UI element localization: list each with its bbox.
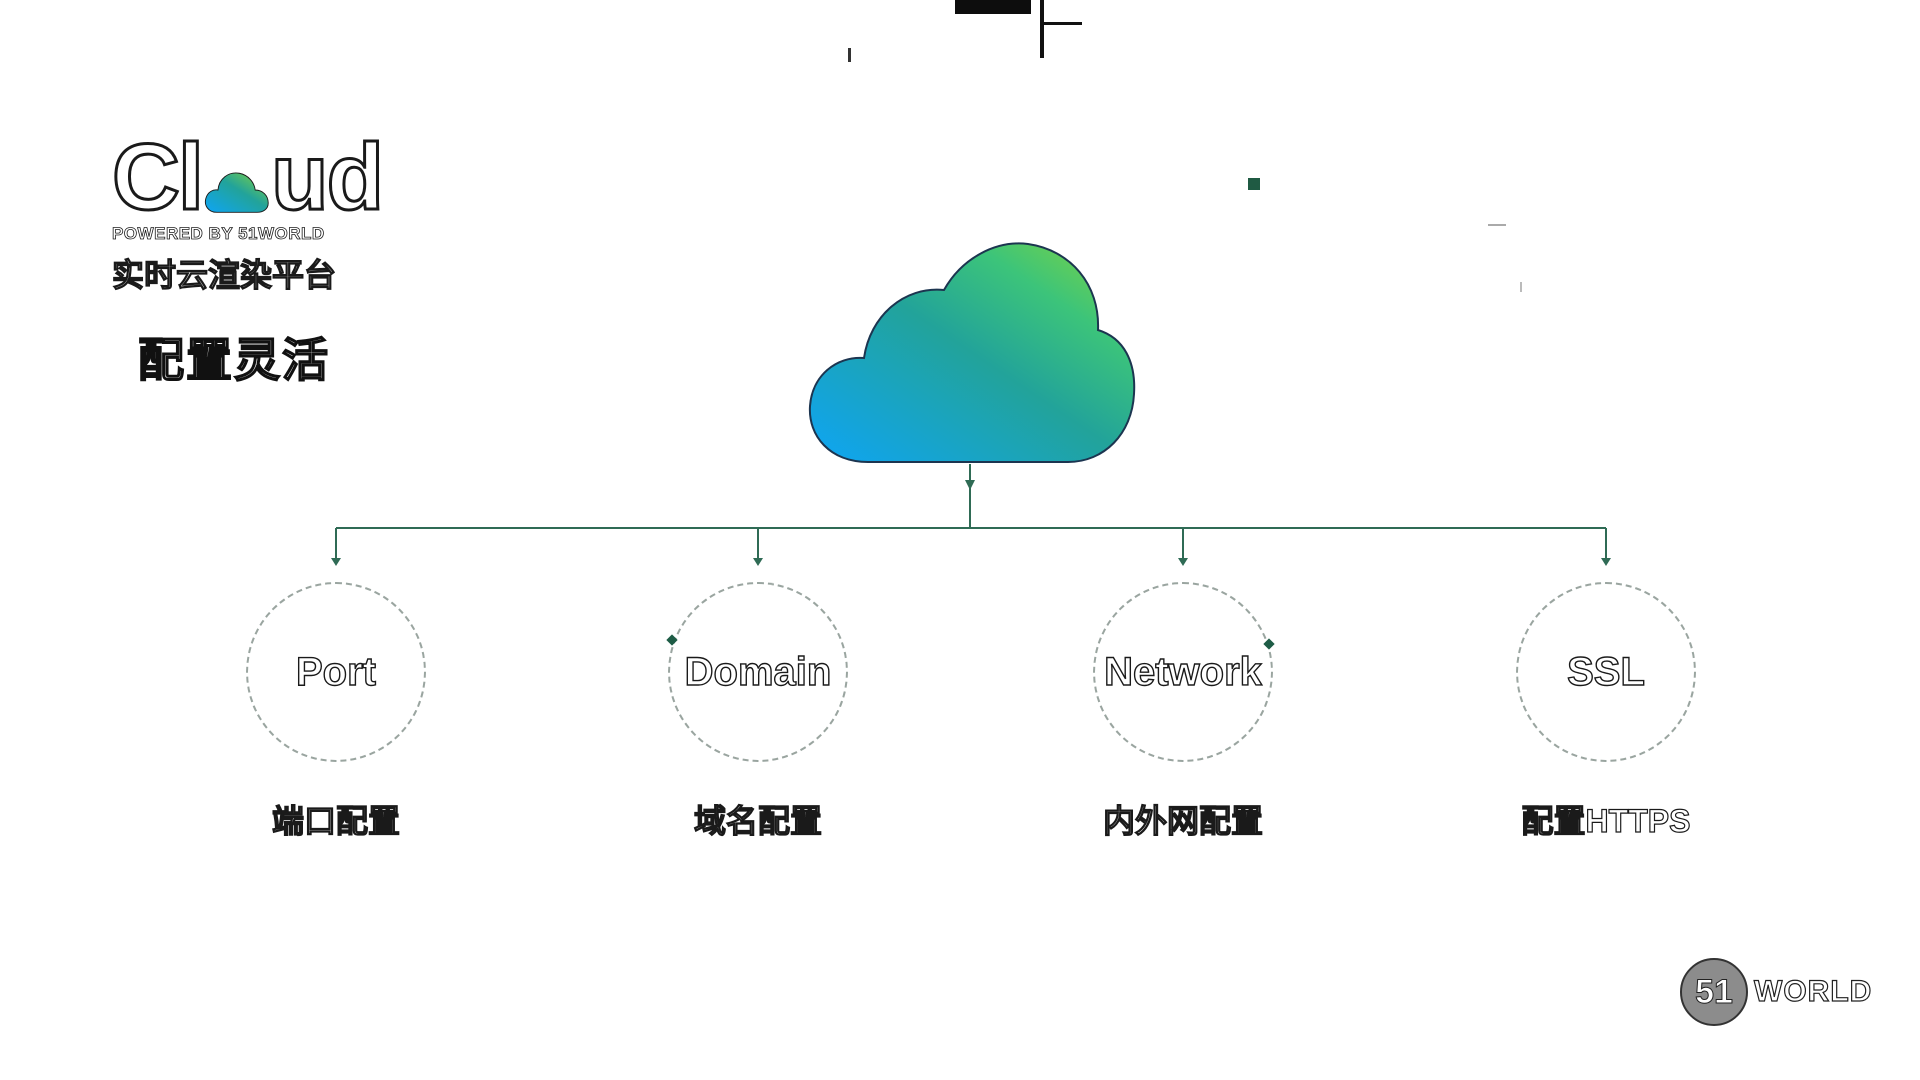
- brand-logo: 51 WORLD: [1680, 958, 1872, 1026]
- page-title: 配置灵活: [137, 333, 330, 387]
- node-label-ssl: SSL: [1566, 649, 1645, 694]
- top-decoration-tick: [1040, 22, 1082, 25]
- top-decoration-dot: [848, 48, 851, 62]
- decoration-square: [1248, 178, 1260, 190]
- mini-cloud-icon: [204, 172, 269, 213]
- top-decoration-bar: [955, 0, 1031, 14]
- node-caption-domain: 域名配置: [693, 802, 822, 839]
- cloud-icon: [808, 242, 1136, 463]
- decoration-dash: [1488, 224, 1506, 226]
- brand-badge: 51: [1680, 958, 1748, 1026]
- decoration-dash-small: [1520, 282, 1522, 292]
- logo-word-left: Cl: [111, 124, 206, 229]
- brand-word: WORLD: [1753, 974, 1873, 1008]
- node-caption-network: 内外网配置: [1102, 802, 1263, 839]
- top-decoration-stem: [1040, 0, 1044, 58]
- logo-powered-by: POWERED BY 51WORLD: [112, 224, 325, 244]
- cloud-logo: Cl ud POWERED BY 51WORLD 实时云渲染平台: [111, 124, 386, 296]
- node-domain: Domain: [668, 582, 848, 762]
- node-network: Network: [1093, 582, 1273, 762]
- node-ssl: SSL: [1516, 582, 1696, 762]
- node-port: Port: [246, 582, 426, 762]
- node-label-port: Port: [295, 649, 376, 694]
- node-caption-port: 端口配置: [271, 802, 400, 839]
- logo-wordmark: Cl ud: [111, 124, 386, 229]
- logo-subtitle: 实时云渲染平台: [111, 256, 337, 293]
- node-label-network: Network: [1103, 649, 1262, 694]
- node-label-domain: Domain: [684, 649, 832, 694]
- node-caption-ssl: 配置HTTPS: [1521, 802, 1691, 839]
- logo-word-right: ud: [270, 124, 386, 229]
